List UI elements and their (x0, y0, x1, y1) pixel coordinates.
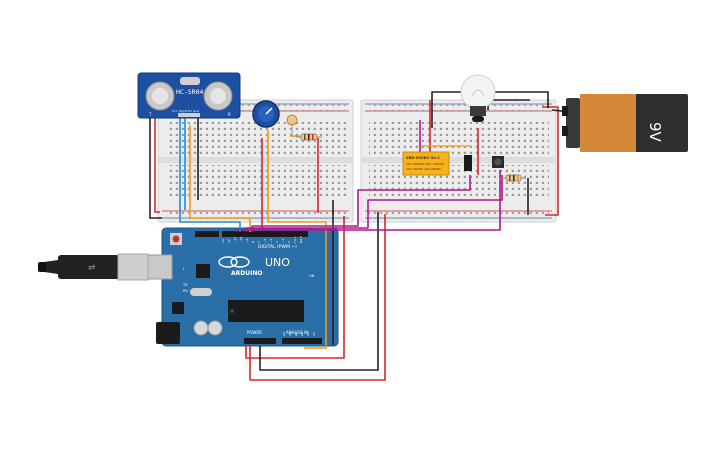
resistor-left (296, 133, 322, 141)
l-label: L (183, 267, 185, 271)
arduino-logo-icon (218, 256, 238, 268)
digital-pin-label: 12 (227, 239, 231, 243)
usb-port (147, 254, 173, 280)
power-jack (156, 322, 180, 344)
power-label: POWER (247, 330, 262, 335)
push-button[interactable] (492, 156, 504, 168)
arduino-brand: ARDUINO (231, 270, 262, 277)
potentiometer (252, 100, 280, 128)
usb-icon: ⇌ (88, 263, 96, 273)
digital-label: DIGITAL (PWM ~) (258, 244, 297, 250)
analog-pin-label: A1 (288, 332, 292, 336)
arduino-model: UNO (265, 256, 290, 269)
microcontroller-chip (228, 300, 304, 322)
photoresistor (286, 114, 298, 135)
ultrasonic-sensor: HC-SR04 T R Vcc Trig Echo Gnd (137, 72, 241, 119)
sensor-t-label: T (148, 112, 152, 117)
digital-pin-label: RX 0 (299, 236, 303, 243)
relay-module: SRD-05VDC-SL-C 10A 250VAC 10A 125VAC 10A… (402, 151, 450, 176)
digital-pin-label: ~11 (233, 237, 237, 243)
rx-label: RX (183, 289, 188, 293)
analog-pin-label: A5 (312, 332, 316, 336)
digital-pin-label: ~9 (245, 238, 249, 243)
on-label: ON (309, 274, 315, 278)
digital-pin-label: ~5 (269, 238, 273, 243)
light-bulb (460, 74, 496, 122)
digital-pin-label: ~6 (263, 238, 267, 243)
digital-pin-label: 4 (275, 241, 279, 243)
power-header (244, 338, 276, 344)
battery-9v: 9V (562, 94, 688, 152)
wires (149, 91, 571, 381)
relay-line1: 10A 250VAC 10A 125VAC (406, 162, 444, 166)
sensor-pin-labels: Vcc Trig Echo Gnd (172, 109, 199, 113)
analog-label: ANALOG IN (286, 330, 308, 335)
breadboard-right (360, 99, 557, 223)
tx-label: TX (182, 283, 188, 287)
usb-cable: ⇌ (38, 253, 149, 281)
digital-header (222, 231, 308, 237)
analog-pin-label: A4 (306, 332, 310, 336)
transistor (464, 155, 472, 171)
relay-model: SRD-05VDC-SL-C (406, 156, 440, 160)
digital-pin-label: 13 (221, 239, 225, 243)
digital-pin-label: ~10 (239, 237, 243, 243)
resistor-right (500, 174, 526, 182)
relay-line2: 10A 30VDC 10A 28VDC (406, 167, 441, 171)
digital-pin-label: 7 (257, 241, 261, 243)
analog-pin-label: A0 (282, 332, 286, 336)
battery-label: 9V (646, 122, 664, 143)
digital-pin-label: 2 (287, 241, 291, 243)
sensor-model: HC-SR04 (176, 88, 203, 96)
digital-pin-label: ~3 (281, 238, 285, 243)
digital-pin-label: 8 (251, 241, 255, 243)
analog-pin-label: A2 (294, 332, 298, 336)
analog-header (282, 338, 322, 344)
sensor-r-label: R (228, 112, 231, 117)
digital-pin-label: TX 1 (293, 236, 297, 244)
arduino-uno: ARDUINO UNO DIGITAL (PWM ~) POWER ANALOG… (147, 227, 339, 347)
analog-pin-label: A3 (300, 332, 304, 336)
